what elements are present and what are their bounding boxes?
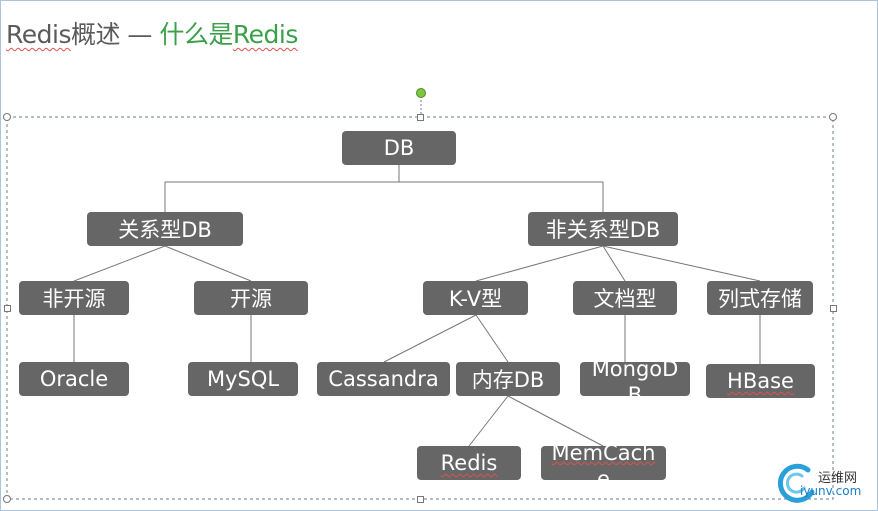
- connector-nonrel-col: [602, 245, 761, 282]
- rotate-handle[interactable]: [416, 88, 426, 98]
- resize-handle-bottom-left[interactable]: [3, 495, 11, 503]
- connector-relational-closed: [73, 245, 166, 282]
- node-relational-db[interactable]: 关系型DB: [87, 212, 243, 246]
- connector-nonrel-kv: [475, 245, 604, 282]
- watermark: 运维网 iyunv.com: [774, 462, 874, 506]
- title-part-redis: Redis: [6, 20, 71, 49]
- node-hbase-label: HBase: [727, 369, 794, 393]
- resize-handle-top-right[interactable]: [829, 113, 837, 121]
- node-cassandra[interactable]: Cassandra: [317, 362, 450, 396]
- resize-handle-right[interactable]: [830, 305, 837, 312]
- node-kv[interactable]: K-V型: [423, 281, 528, 315]
- watermark-text-bottom: iyunv.com: [800, 484, 862, 498]
- node-redis[interactable]: Redis: [417, 446, 521, 480]
- title-part-overview: 概述 —: [70, 20, 160, 49]
- connector-kv-cassandra: [383, 314, 477, 363]
- node-memcache-label: MemCache: [551, 446, 656, 480]
- connector-kv-inmemory: [475, 314, 509, 363]
- slide-title[interactable]: Redis概述 — 什么是Redis: [6, 15, 298, 51]
- node-mongodb[interactable]: MongoDB: [580, 362, 690, 396]
- title-part-what-is: 什么是: [159, 20, 233, 49]
- node-db[interactable]: DB: [342, 131, 456, 165]
- title-part-redis-green: Redis: [232, 20, 298, 49]
- node-nonrelational-db[interactable]: 非关系型DB: [528, 212, 678, 246]
- node-document[interactable]: 文档型: [573, 281, 677, 315]
- node-hbase[interactable]: HBase: [706, 364, 815, 398]
- node-open-source[interactable]: 开源: [194, 281, 308, 315]
- connector-db-nonrelational: [399, 181, 604, 212]
- connector-inmemory-memcache: [507, 395, 604, 447]
- resize-handle-top-left[interactable]: [3, 113, 11, 121]
- connector-db-relational: [164, 165, 400, 212]
- connector-inmemory-redis: [468, 395, 509, 447]
- node-mongodb-label: MongoDB: [591, 362, 679, 396]
- node-oracle[interactable]: Oracle: [19, 362, 129, 396]
- resize-handle-bottom[interactable]: [417, 496, 424, 503]
- connector-relational-open: [164, 245, 252, 282]
- node-mysql[interactable]: MySQL: [188, 362, 298, 396]
- node-inmemory-db[interactable]: 内存DB: [456, 362, 560, 396]
- node-redis-label: Redis: [440, 451, 498, 475]
- resize-handle-top[interactable]: [417, 114, 424, 121]
- watermark-logo-icon: [777, 463, 815, 503]
- resize-handle-left[interactable]: [4, 305, 11, 312]
- node-columnar[interactable]: 列式存储: [707, 281, 813, 315]
- node-memcache[interactable]: MemCache: [541, 446, 666, 480]
- watermark-text-top: 运维网: [818, 471, 858, 486]
- node-closed-source[interactable]: 非开源: [19, 281, 129, 315]
- connector-nonrel-doc: [602, 245, 626, 282]
